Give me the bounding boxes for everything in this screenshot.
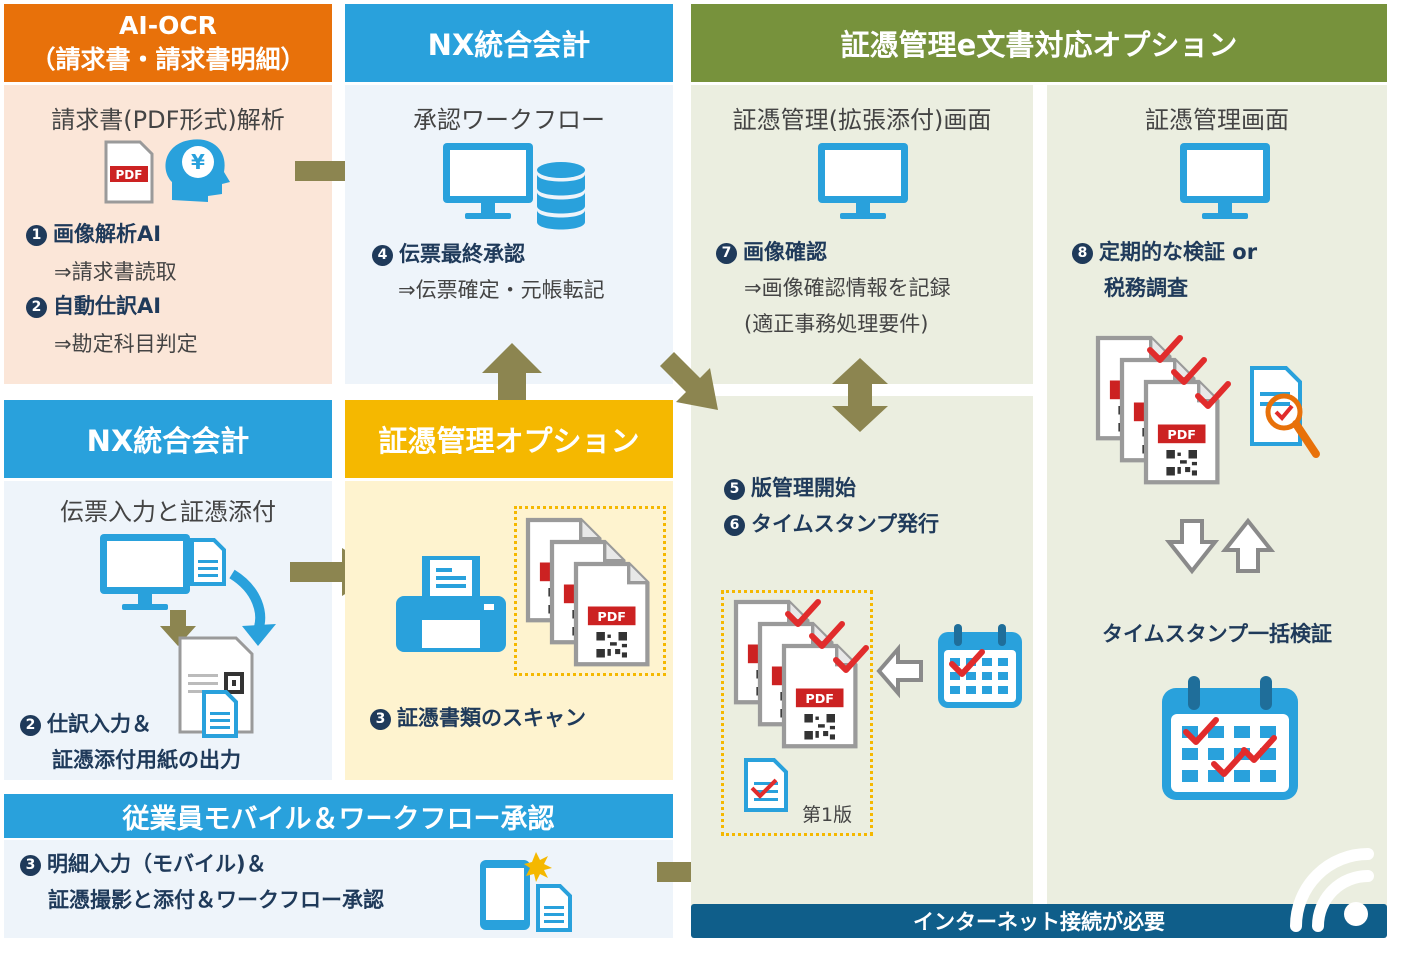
step-number-7: 7 xyxy=(716,243,737,264)
edoc-step6: 6 タイムスタンプ発行 xyxy=(724,508,939,538)
edoc-step5: 5 版管理開始 xyxy=(724,472,856,502)
ai-ocr-header-line2: （請求書・請求書明細） xyxy=(30,45,306,74)
outline-arrow-down-icon xyxy=(1164,519,1220,575)
outline-arrow-left-icon xyxy=(876,643,923,699)
monitor-icon xyxy=(100,534,190,610)
mobile-step3-line2: 証憑撮影と添付＆ワークフロー承認 xyxy=(48,888,384,912)
step-number-1: 1 xyxy=(26,225,47,246)
ai-ocr-step2: 2 自動仕訳AI xyxy=(26,290,161,320)
step-number-3: 3 xyxy=(20,855,41,876)
edoc-step5-label: 版管理開始 xyxy=(751,476,856,500)
edoc-mgmt-title: 証憑管理画面 xyxy=(1145,106,1289,134)
step-number-4: 4 xyxy=(372,245,393,266)
step-number-2: 2 xyxy=(26,297,47,318)
document-icon xyxy=(190,538,226,586)
ai-ocr-step1-sub: ⇒請求書読取 xyxy=(54,260,177,284)
step-number-2: 2 xyxy=(20,715,41,736)
arrow-up-icon xyxy=(482,343,542,409)
edoc-ext-panel xyxy=(691,85,1033,384)
edoc-step7: 7 画像確認 xyxy=(716,236,827,266)
internet-required-bar: インターネット接続が必要 xyxy=(691,904,1387,938)
mobile-header: 従業員モバイル＆ワークフロー承認 xyxy=(4,794,673,838)
checked-pdf-documents-icon xyxy=(1098,338,1228,488)
ai-ocr-step1-label: 画像解析AI xyxy=(53,222,162,246)
step-number-3: 3 xyxy=(370,709,391,730)
evidence-option-step3-label: 証憑書類のスキャン xyxy=(397,706,586,730)
nx-entry-step2-label1: 仕訳入力＆ xyxy=(47,712,152,736)
document-icon xyxy=(202,690,238,738)
edoc-ext-title: 証憑管理(拡張添付)画面 xyxy=(732,106,992,134)
bidirectional-arrow-icon xyxy=(832,358,888,432)
tablet-icon xyxy=(480,852,572,932)
ai-ocr-step2-label: 自動仕訳AI xyxy=(53,294,162,318)
edoc-step6-label: タイムスタンプ発行 xyxy=(751,512,939,536)
monitor-icon xyxy=(818,143,908,219)
svg-text:PDF: PDF xyxy=(116,168,143,182)
nx-workflow-step4-sub: ⇒伝票確定・元帳転記 xyxy=(398,278,605,302)
edoc-step7-label: 画像確認 xyxy=(743,240,827,264)
nx-entry-header: NX統合会計 xyxy=(4,400,332,478)
database-icon xyxy=(537,162,585,230)
bulk-verify-label: タイムスタンプ一括検証 xyxy=(1102,622,1332,646)
step-number-6: 6 xyxy=(724,515,745,536)
ai-ocr-header: AI-OCR （請求書・請求書明細） xyxy=(4,4,332,82)
diagonal-arrow-icon xyxy=(660,352,718,410)
ai-ocr-header-line1: AI-OCR xyxy=(119,11,217,40)
nx-workflow-header: NX統合会計 xyxy=(345,4,673,82)
ai-ocr-step2-sub: ⇒勘定科目判定 xyxy=(54,332,198,356)
monitor-icon xyxy=(443,143,533,219)
yen-symbol: ¥ xyxy=(191,150,205,174)
monitor-icon xyxy=(1180,143,1270,219)
pdf-documents-icon xyxy=(528,520,658,670)
arrow-down-icon xyxy=(160,610,196,646)
nx-workflow-title: 承認ワークフロー xyxy=(413,106,605,134)
checked-pdf-documents-icon xyxy=(736,602,866,752)
nx-entry-step2-line2: 証憑添付用紙の出力 xyxy=(52,748,241,772)
step-number-5: 5 xyxy=(724,479,745,500)
checked-document-icon xyxy=(744,758,788,812)
outline-arrow-up-icon xyxy=(1220,517,1276,573)
ai-ocr-step1: 1 画像解析AI xyxy=(26,218,161,248)
edoc-step8-label1: 定期的な検証 or xyxy=(1099,240,1258,264)
calendar-check-icon xyxy=(1162,676,1298,800)
ai-ocr-title: 請求書(PDF形式)解析 xyxy=(51,106,285,134)
step-number-8: 8 xyxy=(1072,243,1093,264)
nx-workflow-panel xyxy=(345,85,673,384)
calendar-check-icon xyxy=(938,624,1022,708)
nx-entry-title: 伝票入力と証憑添付 xyxy=(60,498,276,526)
edoc-step8-line2: 税務調査 xyxy=(1104,276,1188,300)
ai-head-yen-icon: ¥ xyxy=(165,139,230,202)
search-document-icon xyxy=(1250,366,1320,458)
edoc-header: 証憑管理e文書対応オプション xyxy=(691,4,1387,82)
curved-arrow-icon xyxy=(229,569,276,646)
versioned-documents-frame xyxy=(721,590,873,836)
scanner-icon xyxy=(396,556,506,652)
wifi-icon xyxy=(1290,848,1374,932)
version-label: 第1版 xyxy=(802,804,853,826)
scanned-documents-frame xyxy=(514,506,666,676)
pdf-file-icon: PDF xyxy=(104,140,154,204)
mobile-step3-line1: 3 明細入力（モバイル)＆ xyxy=(20,848,267,878)
mobile-step3-label1: 明細入力（モバイル)＆ xyxy=(47,852,267,876)
edoc-step7-sub1: ⇒画像確認情報を記録 xyxy=(744,276,951,300)
edoc-step7-sub2: (適正事務処理要件) xyxy=(744,312,929,336)
nx-workflow-step4-label: 伝票最終承認 xyxy=(399,242,525,266)
evidence-option-step3: 3 証憑書類のスキャン xyxy=(370,702,586,732)
ai-ocr-panel xyxy=(4,85,332,384)
evidence-option-header: 証憑管理オプション xyxy=(345,400,673,478)
nx-workflow-step4: 4 伝票最終承認 xyxy=(372,238,525,268)
nx-entry-step2-line1: 2 仕訳入力＆ xyxy=(20,708,152,738)
edoc-step8-line1: 8 定期的な検証 or xyxy=(1072,236,1257,266)
